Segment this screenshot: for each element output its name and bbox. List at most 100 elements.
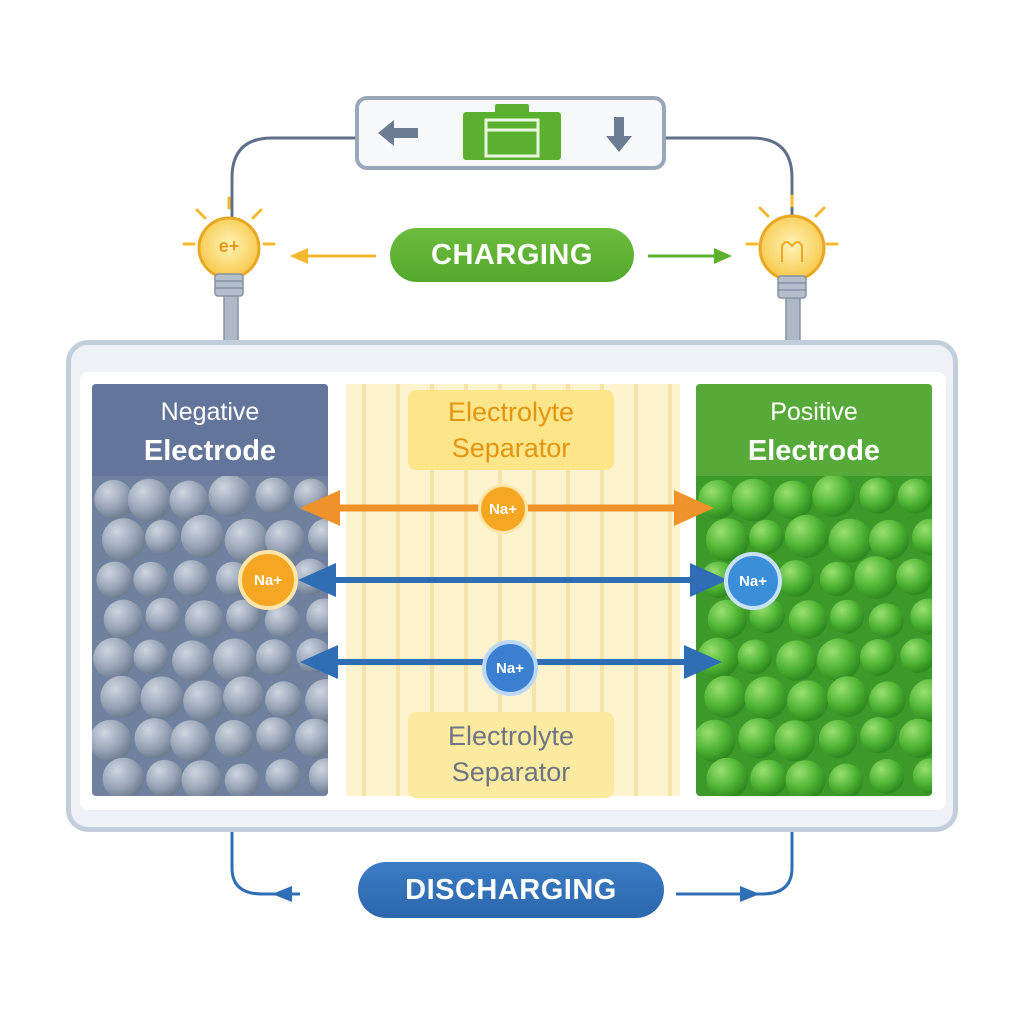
separator-label-top: Electrolyte Separator [408,390,614,470]
electrode-particle [214,719,254,759]
electrode-particle [777,560,814,597]
separator-label-top-line1: Electrolyte [447,397,575,427]
electrode-particle [812,476,855,517]
electrode-particle [784,514,829,559]
electrode-particle [256,639,293,676]
electrode-particle [869,519,909,560]
electrode-particle [213,638,257,682]
electrode-particle [170,720,212,762]
separator-label-bottom: Electrolyte Separator [408,712,614,798]
electrode-particle [731,478,775,522]
electrode-particle [140,676,184,720]
arrow-down-icon [606,117,632,152]
positive-electrode-label-line1: Positive [770,398,858,426]
electrode-particle [224,763,260,796]
electrode-particle [308,758,328,794]
electrode-particle [96,561,133,599]
electrode-particle [102,757,145,796]
electrode-particle [705,518,750,562]
electrode-particle [827,676,869,718]
electrode-particle [912,758,932,794]
electrode-particle [295,718,328,758]
separator-label-bottom-line2: Separator [451,757,571,787]
electrode-particle [100,675,143,718]
electrode-particle [169,480,209,520]
electrode-particle [828,763,864,796]
electrode-particle [744,676,788,720]
electrode-particle [101,518,146,562]
electrode-particle [896,558,932,596]
electrode-particle [818,719,858,759]
electrode-particle [308,518,328,555]
electrode-particle [145,519,180,555]
negative-electrode-label-line1: Negative [160,398,260,426]
bulb-label: e+ [218,236,240,256]
electrode-particle [173,560,210,597]
electrode-particle [226,599,261,634]
electrode-particle [93,637,135,679]
electrode-particle [184,600,224,640]
electrode-particle [860,717,897,754]
electrode-particle [785,760,826,796]
electrode-particle [181,760,222,796]
electrode-particle [94,479,134,519]
electrode-particle [737,639,773,675]
electrode-particle [265,519,305,560]
electrode-particle [910,598,932,635]
electrode-particle [912,518,932,555]
electrode-particle [706,757,749,796]
electrode-particle [787,680,829,722]
sodium-ion-badge: Na+ [238,550,298,610]
arrow-left-icon [378,120,418,146]
electrode-particle [265,759,301,794]
positive-electrode-header: Positive Electrode [696,384,932,476]
electrode-particle [860,639,897,676]
electrode-particle [133,561,169,598]
electrode-particle [788,600,828,640]
electrode-particle [819,561,855,597]
electrode-particle [828,518,873,563]
electrode-particle [704,675,747,718]
charging-mode-label[interactable]: CHARGING [390,228,634,282]
electrode-particle [897,478,932,514]
electrode-particle [92,719,132,762]
electrode-particle [172,640,213,681]
electrode-particle [305,679,328,722]
electrode-particle [255,477,292,514]
electrode-particle [265,681,302,719]
electrode-particle [868,603,904,639]
discharging-mode-label[interactable]: DISCHARGING [358,862,664,918]
electrode-particle [830,599,865,634]
electrode-particle [776,640,817,681]
electrode-particle [146,759,184,796]
electrode-particle [869,759,905,794]
electrode-particle [256,717,293,754]
negative-electrode-label-line2: Electrode [143,435,277,467]
separator-label-top-line2: Separator [451,433,571,463]
negative-electrode-header: Negative Electrode [92,384,328,476]
negative-particles [92,476,328,796]
electrode-particle [103,599,144,639]
electrode-particle [774,720,816,762]
electrode-particle [183,680,225,722]
electrode-particle [133,639,169,675]
electrode-particle [750,759,788,796]
electrode-particle [180,514,225,559]
battery-icon [463,104,561,160]
sodium-ion-badge: Na+ [724,552,782,610]
separator-label-bottom-line1: Electrolyte [447,721,575,751]
electrode-particle [707,599,748,639]
electrode-particle [134,718,175,759]
electrode-particle [859,477,896,514]
electrode-particle [127,478,171,522]
sodium-ion-badge: Na+ [482,640,538,696]
electrode-particle [909,679,932,722]
electrode-particle [145,597,181,634]
electrode-particle [900,638,932,673]
electrode-particle [697,637,739,679]
electrode-particle [817,638,861,682]
discharging-ion-arrow-upper [298,563,728,597]
electrode-particle [306,598,328,635]
